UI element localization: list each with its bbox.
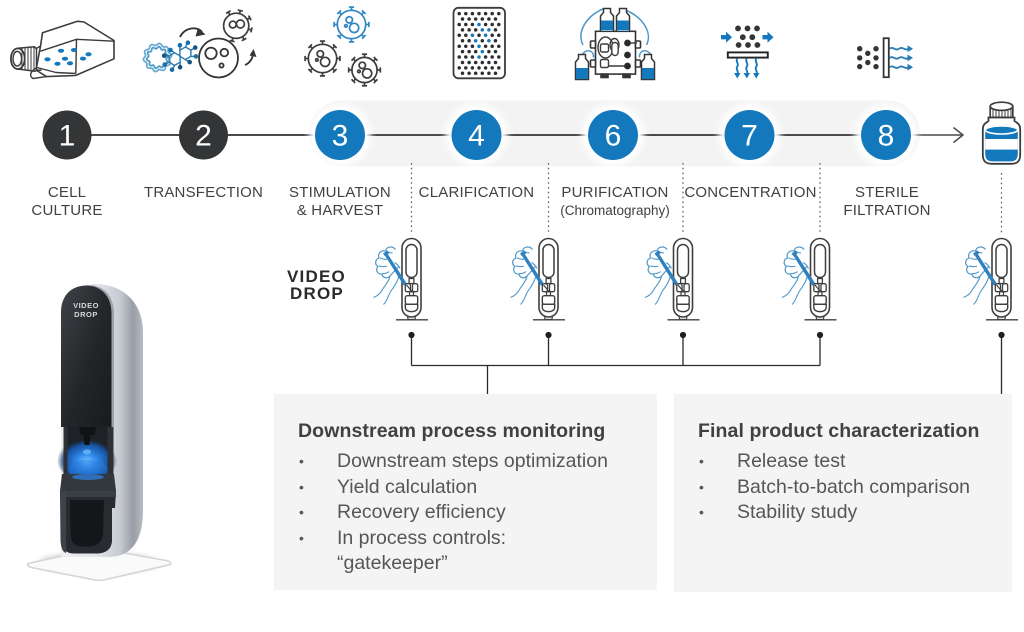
- svg-text:DROP: DROP: [74, 310, 98, 319]
- svg-text:6: 6: [605, 120, 622, 153]
- svg-text:3: 3: [332, 120, 349, 153]
- svg-text:4: 4: [468, 120, 485, 153]
- svg-text:1: 1: [59, 120, 76, 153]
- svg-text:7: 7: [741, 120, 758, 153]
- svg-text:VIDEO: VIDEO: [73, 301, 99, 310]
- svg-text:2: 2: [195, 120, 212, 153]
- svg-text:8: 8: [878, 120, 895, 153]
